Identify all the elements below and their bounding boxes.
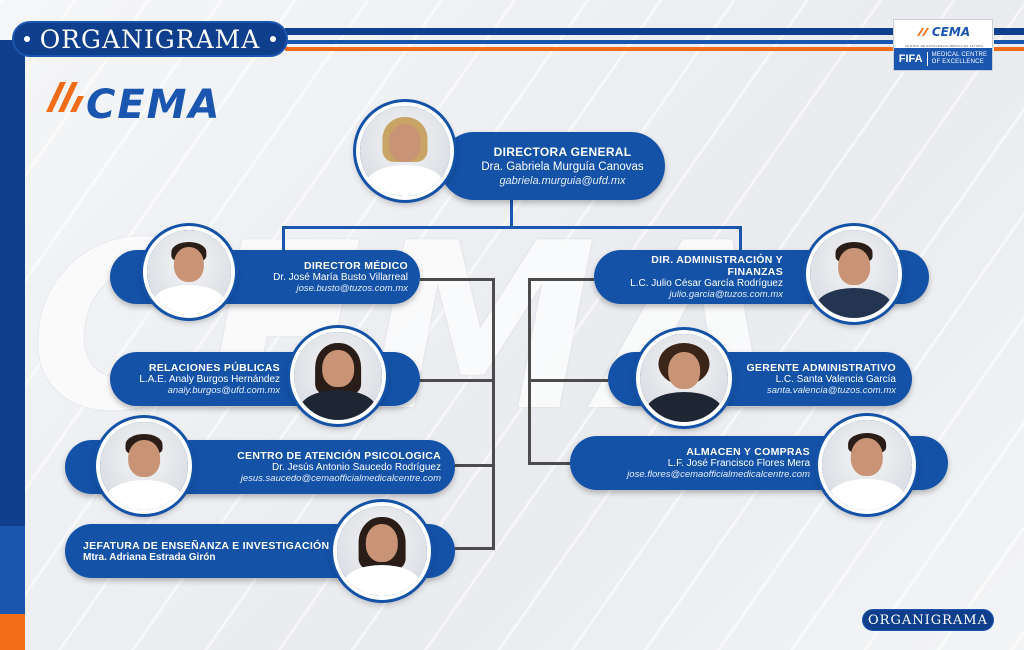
node-title: RELACIONES PÚBLICAS [148,362,280,374]
node-name: L.C. Julio César García Rodríguez [630,278,783,289]
cema-swoosh-icon [916,28,929,36]
node-title: DIR. ADMINISTRACIÓN Y FINANZAS [651,254,783,278]
fifa-word: FIFA [898,53,923,65]
header-rule [285,28,895,52]
cema-logo-text: CEMA [86,82,222,128]
connector [739,226,742,254]
avatar [143,226,235,318]
left-accent-bar [0,40,25,526]
fifa-line2: OF EXCELLENCE [931,59,984,65]
connector [528,278,594,281]
footer-badge: ORGANIGRAMA [862,609,994,631]
avatar [636,330,732,426]
node-email: santa.valencia@tuzos.com.mx [767,385,896,396]
page-title-text: ORGANIGRAMA [39,24,261,54]
node-email: julio.garcia@tuzos.com.mx [669,289,783,300]
fifa-badge-caption: CENTRO DE EXCELENCIA MÉDICA EN ALTURA [904,44,984,48]
connector [492,278,495,550]
node-title: GERENTE ADMINISTRATIVO [746,362,896,374]
connector [455,547,495,550]
connector [528,462,572,465]
node-title: CENTRO DE ATENCIÓN PSICOLOGICA [237,450,441,462]
footer-badge-text: ORGANIGRAMA [868,612,988,628]
connector [282,226,742,229]
connector [420,379,495,382]
connector [455,464,495,467]
node-email: jose.flores@cemaofficialmedicalcentre.co… [627,469,810,480]
org-node-directora-general: DIRECTORA GENERAL Dra. Gabriela Murguía … [440,132,665,200]
connector [420,278,495,281]
node-name: L.A.E. Analy Burgos Hernández [139,374,280,385]
node-name: Mtra. Adriana Estrada Girón [83,551,216,563]
node-email: jesus.saucedo@cemaofficialmedicalcentre.… [240,473,441,484]
avatar [333,502,431,600]
connector [528,278,531,465]
left-accent-bar-orange [0,614,25,650]
node-title: JEFATURA DE ENSEÑANZA E INVESTIGACIÓN [83,539,330,552]
left-accent-bar-mid [0,526,25,614]
bullet-icon [23,36,30,42]
node-email: jose.busto@tuzos.com.mx [296,283,408,294]
connector [528,379,608,382]
fifa-badge-cema-logo: CEMA [931,25,971,39]
cema-logo: CEMA [44,74,244,130]
node-email: analy.burgos@ufd.com.mx [167,385,280,396]
node-title: DIRECTOR MÉDICO [303,260,408,272]
fifa-line1: MEDICAL CENTRE [931,52,988,58]
avatar [806,226,902,322]
avatar [96,418,192,514]
avatar [818,416,916,514]
cema-swoosh-icon [46,82,84,112]
avatar [356,102,454,200]
bullet-icon [270,36,277,42]
node-title: DIRECTORA GENERAL [493,145,632,159]
page-title: ORGANIGRAMA [12,21,288,57]
node-name: Dr. Jesús Antonio Saucedo Rodríguez [272,462,441,473]
header-rule-right [994,28,1024,52]
node-title: ALMACEN Y COMPRAS [686,446,810,458]
node-name: L.C. Santa Valencia García [775,374,896,385]
node-email: gabriela.murguia@ufd.mx [499,175,626,187]
fifa-badge: CEMA CENTRO DE EXCELENCIA MÉDICA EN ALTU… [893,19,993,71]
node-name: Dr. José María Busto Villarreal [273,272,408,283]
connector [282,226,285,254]
node-name: L.F. José Francisco Flores Mera [667,458,810,469]
connector [510,200,513,228]
avatar [290,328,386,424]
node-name: Dra. Gabriela Murguía Canovas [481,161,644,173]
